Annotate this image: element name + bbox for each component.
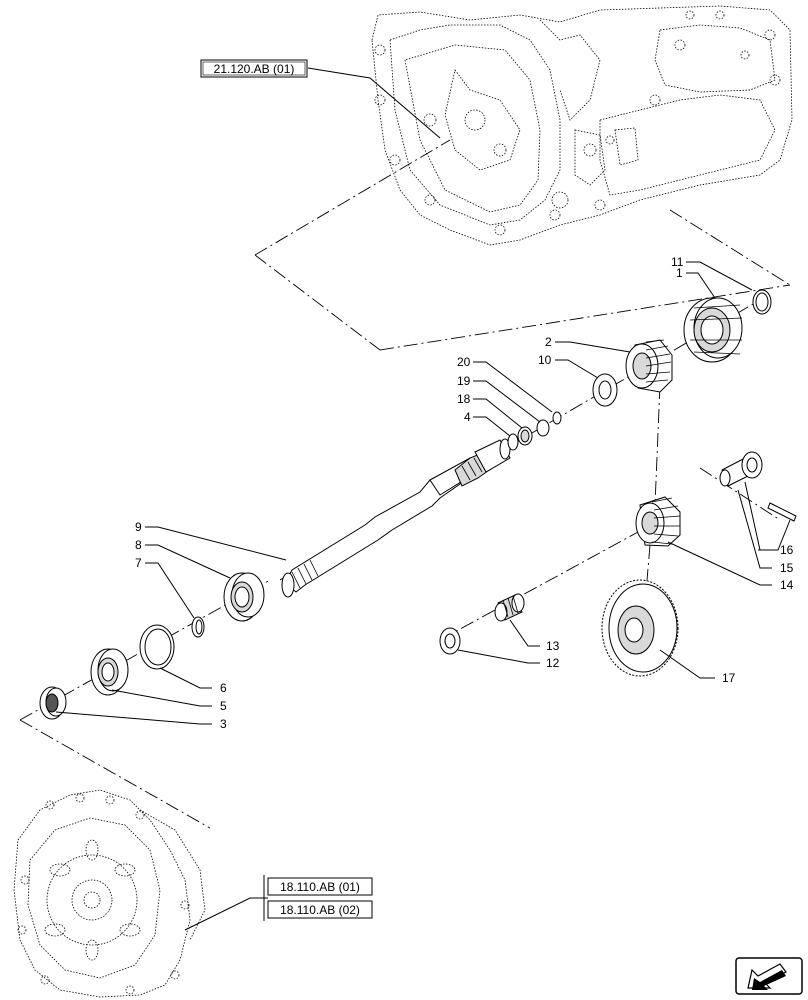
- callout-6[interactable]: 6: [220, 681, 227, 695]
- snapring-part-11: [752, 289, 772, 315]
- callout-10[interactable]: 10: [538, 353, 552, 367]
- bearing-part-8: [223, 572, 265, 622]
- callout-4[interactable]: 4: [464, 410, 471, 424]
- centerlines: [19, 139, 791, 829]
- synchro-part-1: [683, 297, 743, 363]
- callout-1[interactable]: 1: [676, 266, 683, 280]
- transmission-housing-top: [371, 5, 793, 246]
- washer-part-12: [439, 627, 461, 655]
- reference-top[interactable]: 21.120.AB (01): [200, 59, 308, 78]
- seal-part-3: [39, 686, 67, 720]
- reference-bottom-label-2: 18.110.AB (02): [280, 903, 360, 917]
- callout-18[interactable]: 18: [457, 392, 471, 406]
- leader-lines: [55, 67, 791, 931]
- needle-bearing-part-13: [494, 593, 525, 622]
- callout-7[interactable]: 7: [135, 556, 142, 570]
- callout-14[interactable]: 14: [780, 578, 794, 592]
- washer-part-10: [592, 373, 618, 407]
- callout-3[interactable]: 3: [220, 717, 227, 731]
- bearing-part-5: [90, 648, 129, 696]
- gear-part-2: [625, 339, 673, 393]
- callouts: 11 1 2 10 20 19 18 4 9 8 7 6 5 3 16 15 1…: [135, 255, 794, 731]
- callout-19[interactable]: 19: [457, 374, 471, 388]
- callout-12[interactable]: 12: [546, 656, 560, 670]
- pin-part-16: [767, 502, 797, 522]
- callout-20[interactable]: 20: [457, 355, 471, 369]
- callout-9[interactable]: 9: [135, 520, 142, 534]
- reference-bottom-label-1: 18.110.AB (01): [280, 880, 360, 894]
- callout-11[interactable]: 11: [671, 255, 684, 269]
- reference-top-label: 21.120.AB (01): [214, 62, 295, 76]
- arrow-icon[interactable]: [735, 957, 803, 995]
- callout-5[interactable]: 5: [220, 699, 227, 713]
- rings-part-4-18-19-20: [507, 411, 562, 451]
- callout-16[interactable]: 16: [780, 543, 794, 557]
- callout-15[interactable]: 15: [780, 561, 794, 575]
- ring-part-6: [139, 624, 175, 670]
- pin-part-15: [719, 451, 763, 487]
- callout-2[interactable]: 2: [545, 335, 552, 349]
- shaft-part-9: [281, 438, 511, 598]
- gear-part-14: [635, 496, 681, 547]
- clutch-housing-bottom: [13, 789, 206, 998]
- callout-17[interactable]: 17: [722, 671, 736, 685]
- callout-8[interactable]: 8: [135, 538, 142, 552]
- gear-part-17: [601, 579, 679, 677]
- circlip-part-7: [191, 616, 205, 638]
- reference-bottom[interactable]: 18.110.AB (01) 18.110.AB (02): [263, 875, 373, 921]
- callout-13[interactable]: 13: [546, 639, 560, 653]
